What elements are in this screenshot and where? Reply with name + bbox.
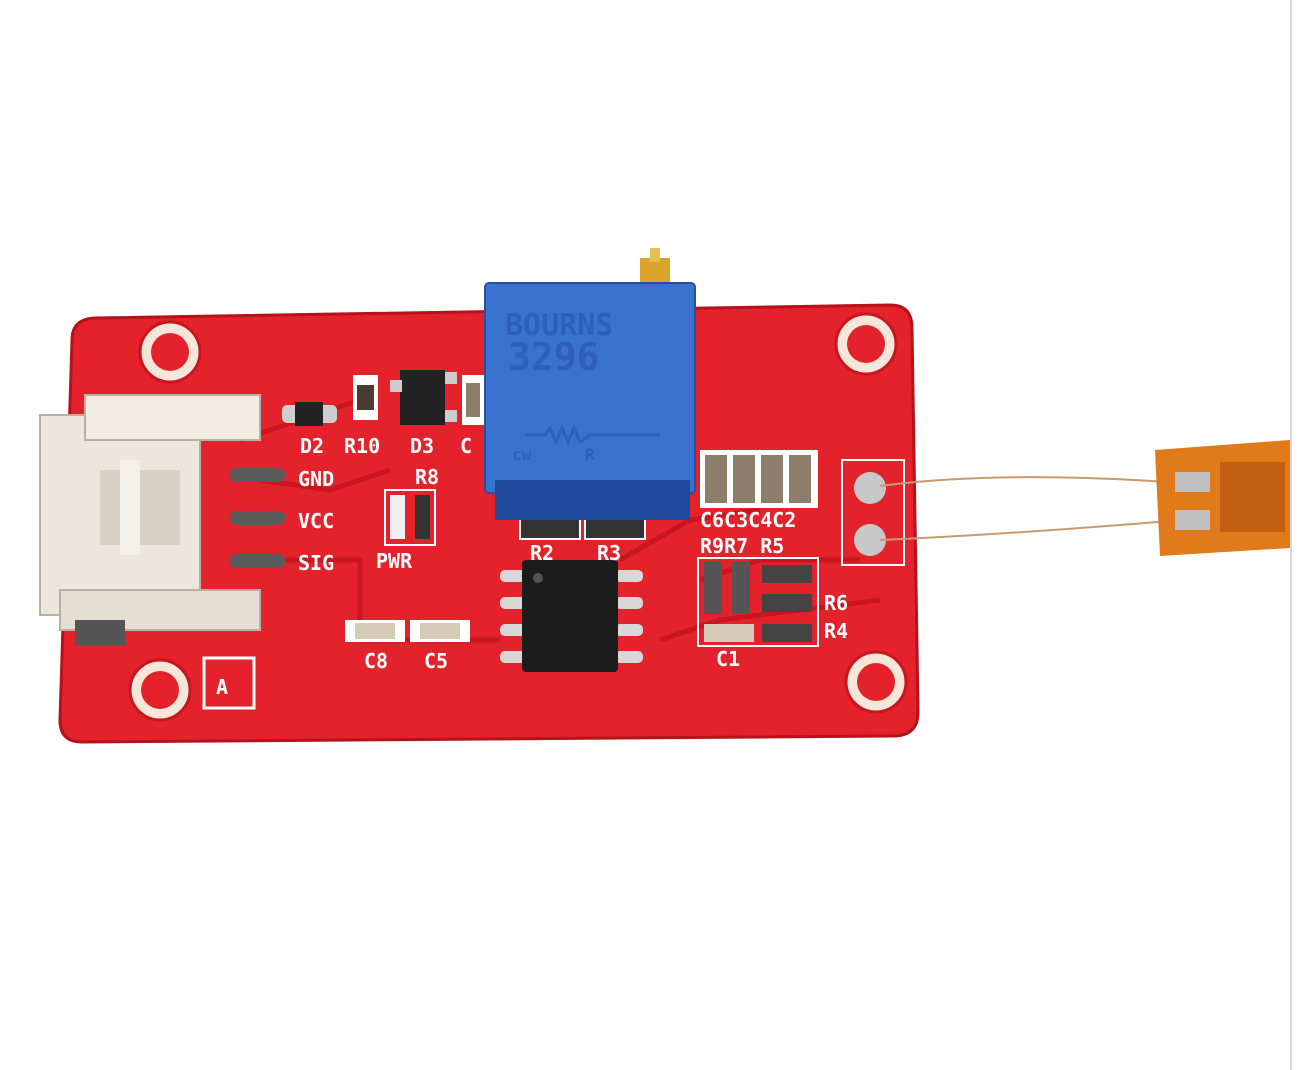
label-r6: R6 <box>824 591 848 615</box>
label-r10: R10 <box>344 434 380 458</box>
potentiometer: BOURNS 3296 cw R <box>484 248 696 520</box>
label-r8: R8 <box>415 465 439 489</box>
label-gnd: GND <box>298 467 334 491</box>
label-pwr: PWR <box>376 549 413 573</box>
label-sig: SIG <box>298 551 334 575</box>
label-c5: C5 <box>424 649 448 673</box>
grove-connector <box>39 394 285 645</box>
label-d3: D3 <box>410 434 434 458</box>
label-vcc: VCC <box>298 509 334 533</box>
pot-brand: BOURNS <box>505 308 613 343</box>
label-d2: D2 <box>300 434 324 458</box>
pot-model: 3296 <box>508 335 600 379</box>
label-c8: C8 <box>364 649 388 673</box>
silkscreen: GND VCC SIG D2 R10 D3 C R8 PWR R2 R3 C6C… <box>202 434 848 710</box>
smd-components <box>282 370 819 647</box>
label-c1: C1 <box>716 647 740 671</box>
label-r4: R4 <box>824 619 848 643</box>
logo-letter: A <box>216 675 228 699</box>
label-resistors: R9R7 R5 <box>700 534 784 558</box>
pot-pin-label: R <box>585 445 595 464</box>
ic-chip <box>500 560 643 672</box>
label-r3: R3 <box>597 541 621 565</box>
label-c: C <box>460 434 472 458</box>
label-r2: R2 <box>530 541 554 565</box>
mounting-holes <box>128 312 908 722</box>
logo-box <box>202 656 256 710</box>
pot-pin-label: cw <box>512 445 532 464</box>
strain-gauge <box>879 440 1290 556</box>
gauge-terminals <box>841 459 905 566</box>
label-caps: C6C3C4C2 <box>700 508 796 532</box>
